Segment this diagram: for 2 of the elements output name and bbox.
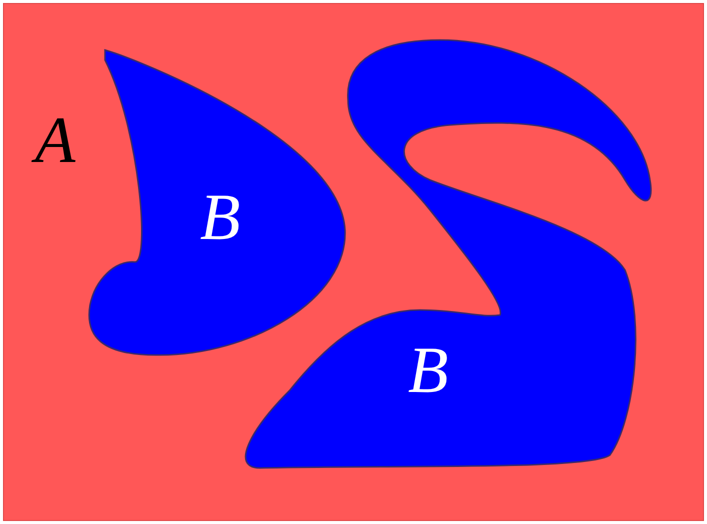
set-label: B xyxy=(408,338,448,404)
set-label: B xyxy=(200,185,240,251)
